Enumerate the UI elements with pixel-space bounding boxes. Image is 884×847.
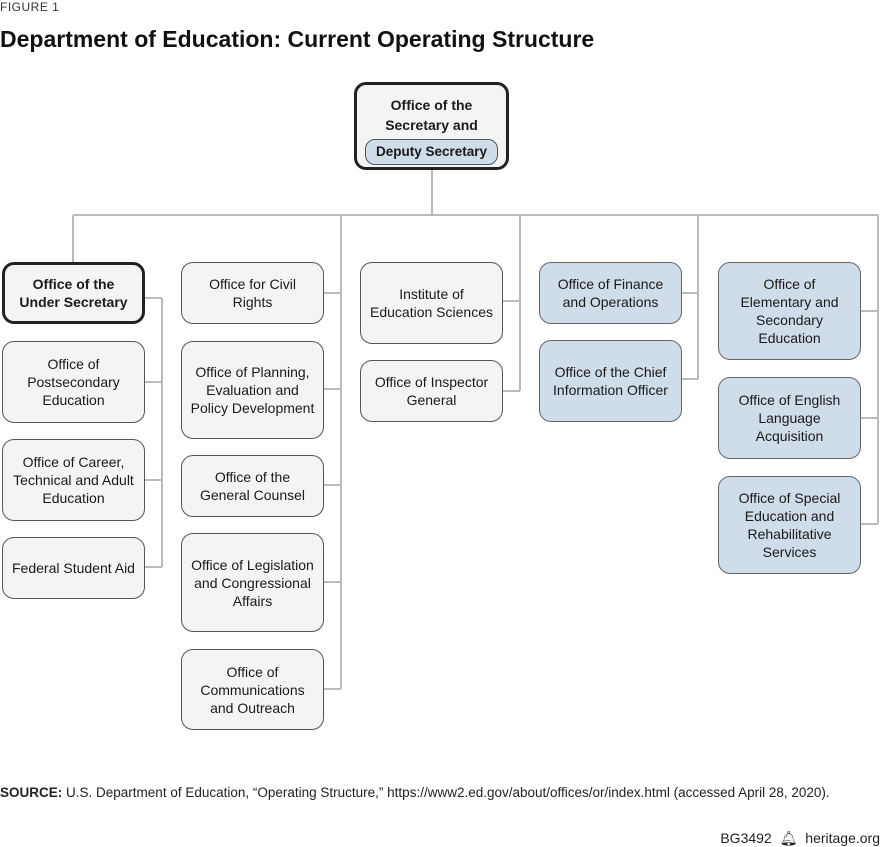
secretary-line-1: Office of the <box>390 97 473 113</box>
source-label: SOURCE: <box>0 785 63 800</box>
chart-title: Department of Education: Current Operati… <box>0 26 595 52</box>
footer: BG3492 🔔︎ heritage.org <box>720 830 880 847</box>
source-text: U.S. Department of Education, “Operating… <box>66 785 830 800</box>
connector-lines <box>72 170 879 690</box>
secretary-line-2: Secretary and <box>385 117 478 133</box>
figure-label: FIGURE 1 <box>0 0 60 14</box>
chief-information-officer-box: Office of the Chief Information Officer <box>539 340 682 422</box>
site-link[interactable]: heritage.org <box>805 830 880 846</box>
secretary-box: Office of the Secretary and Deputy Secre… <box>354 82 509 170</box>
english-language-acquisition-box: Office of English Language Acquisition <box>718 377 861 459</box>
career-technical-adult-education-box: Office of Career, Technical and Adult Ed… <box>2 439 145 521</box>
federal-student-aid-box: Federal Student Aid <box>2 537 145 599</box>
finance-operations-box: Office of Finance and Operations <box>539 262 682 324</box>
inspector-general-box: Office of Inspector General <box>360 360 503 422</box>
elementary-secondary-education-box: Office of Elementary and Secondary Educa… <box>718 262 861 360</box>
under-secretary-box: Office of the Under Secretary <box>2 262 145 324</box>
planning-evaluation-policy-box: Office of Planning, Evaluation and Polic… <box>181 341 324 439</box>
legislation-congressional-affairs-box: Office of Legislation and Congressional … <box>181 533 324 632</box>
postsecondary-education-box: Office of Postsecondary Education <box>2 341 145 423</box>
institute-education-sciences-box: Institute of Education Sciences <box>360 262 503 344</box>
bell-icon: 🔔︎ <box>779 830 798 846</box>
civil-rights-box: Office for Civil Rights <box>181 262 324 324</box>
deputy-secretary-pill: Deputy Secretary <box>364 139 499 165</box>
report-code: BG3492 <box>720 830 772 846</box>
general-counsel-box: Office of the General Counsel <box>181 455 324 517</box>
source-note: SOURCE: U.S. Department of Education, “O… <box>0 785 830 800</box>
communications-outreach-box: Office of Communications and Outreach <box>181 649 324 730</box>
special-education-rehabilitative-box: Office of Special Education and Rehabili… <box>718 476 861 574</box>
